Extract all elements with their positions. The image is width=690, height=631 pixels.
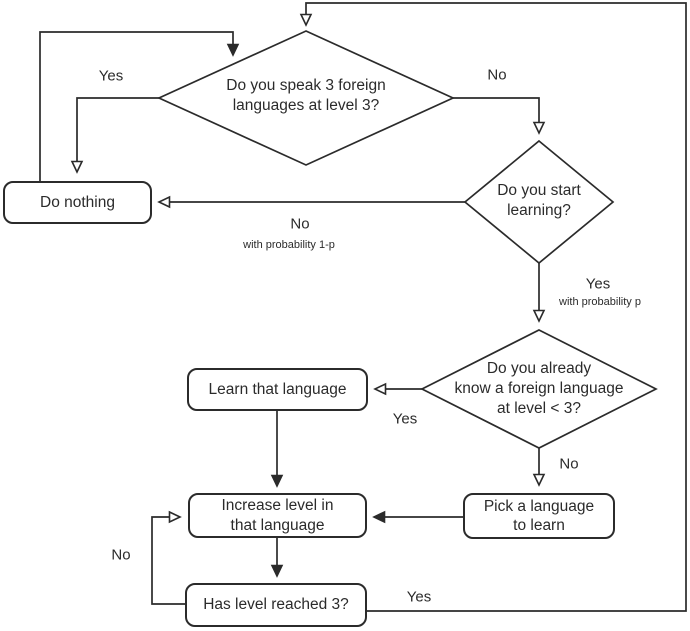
edge-label-speak3-no: No [487, 66, 507, 84]
decision-know-language-diamond [420, 329, 658, 449]
edge-label-start-yes: Yes [585, 275, 611, 293]
edge-label-know-yes: Yes [392, 410, 418, 428]
edge-label-reached-yes: Yes [406, 588, 432, 606]
process-pick-language: Pick a language to learn [463, 493, 615, 539]
edge-label-start-yes-probability: with probability p [559, 296, 641, 308]
edge-label-reached-no: No [111, 546, 131, 564]
process-level-reached: Has level reached 3? [185, 583, 367, 627]
connector-speak3-no [453, 97, 546, 135]
process-increase-level: Increase level in that language [188, 493, 367, 538]
process-learn-language: Learn that language [187, 368, 368, 411]
decision-know-language-label: Do you already know a foreign language a… [454, 359, 624, 418]
connector-reached-yes-return [299, 2, 687, 612]
edge-label-know-no: No [559, 455, 579, 473]
process-do-nothing: Do nothing [3, 181, 152, 224]
decision-speak3-diamond [156, 30, 456, 166]
decision-speak3-label: Do you speak 3 foreign languages at leve… [226, 76, 386, 114]
edge-label-start-no-probability: with probability 1-p [243, 239, 335, 251]
connector-do-nothing-loop [39, 31, 240, 181]
decision-start-learning-diamond [463, 139, 615, 265]
connector-speak3-yes [70, 97, 159, 174]
connector-reached-no-loop [151, 510, 185, 605]
edge-label-speak3-yes: Yes [98, 67, 124, 85]
decision-start-learning-label: Do you start learning? [497, 181, 581, 219]
edge-label-start-no: No [290, 215, 310, 233]
